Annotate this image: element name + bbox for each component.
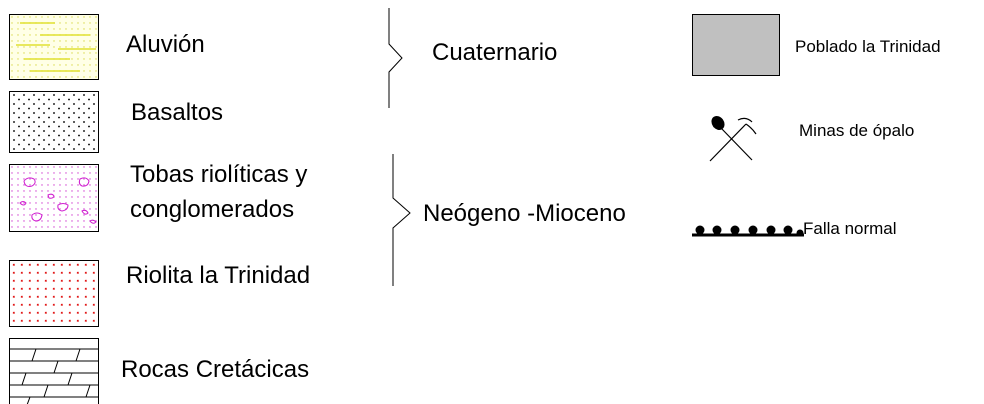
basalt-label: Basaltos [131,99,224,126]
rhyolite-swatch [9,260,99,327]
quaternary-bracket [388,8,403,108]
brick-lines-pattern [10,348,98,404]
pick-and-shovel-icon [709,115,757,162]
alluvium-label: Aluvión [126,31,205,58]
red-dots-pattern [10,261,98,326]
town-area-icon [692,14,780,76]
alluvium-swatch [9,14,99,80]
neogene-label: Neógeno -Mioceno [423,200,626,227]
tuff-label-line1: Tobas riolíticas y [130,161,308,188]
rhyolite-label: Riolita la Trinidad [126,262,311,289]
tuff-swatch [9,164,99,232]
tuff-label-line2: conglomerados [130,196,295,223]
cretaceous-swatch [9,338,99,404]
tuff-pattern [10,165,98,231]
opal-mines-label: Minas de ópalo [799,121,915,140]
alluvium-pattern [10,15,98,79]
normal-fault-icon [692,225,804,237]
crosses-pattern [10,92,98,152]
town-label: Poblado la Trinidad [795,37,941,56]
cretaceous-label: Rocas Cretácicas [121,356,310,383]
quaternary-label: Cuaternario [432,39,558,66]
normal-fault-label: Falla normal [803,219,897,238]
basalt-swatch [9,91,99,153]
neogene-bracket [392,154,411,286]
